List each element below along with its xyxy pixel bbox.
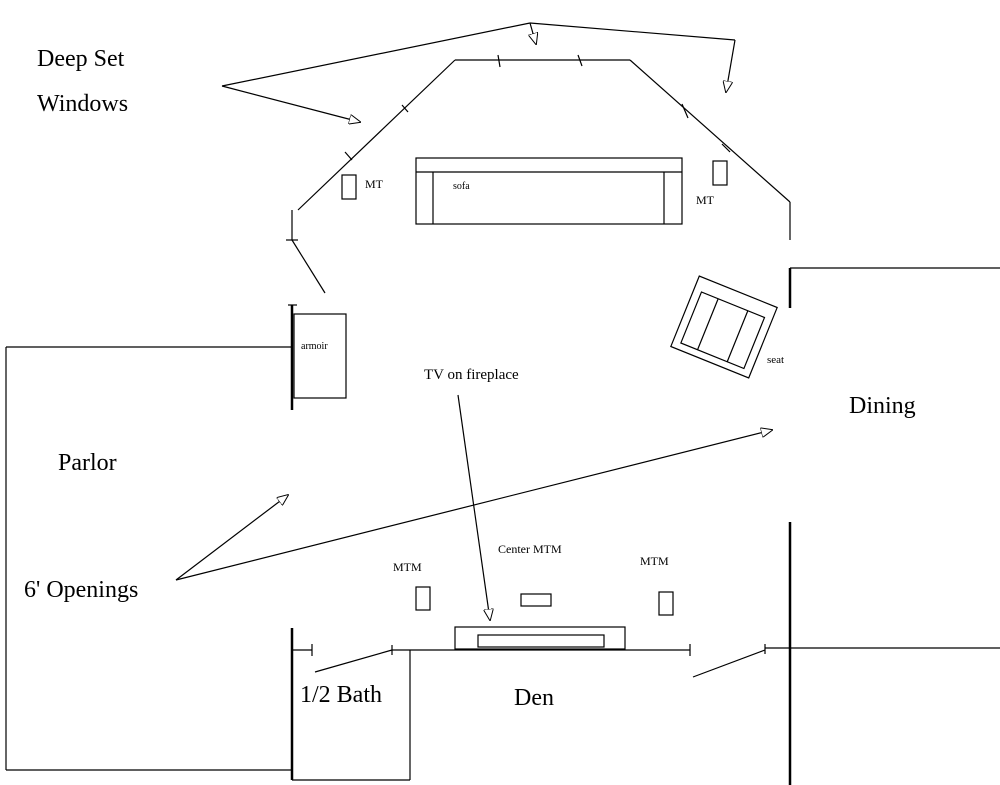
deep-set-label: Deep Set [37,46,125,72]
six-ft-openings-label: 6' Openings [24,577,138,603]
mt-right-label: MT [696,193,715,207]
armoir [293,313,347,399]
half-bath-label: 1/2 Bath [300,682,382,708]
dining-label: Dining [849,393,916,419]
parlor-walls [5,304,297,780]
media-tower-right [712,160,728,186]
mtm-right-label: MTM [640,554,669,568]
mt-left-label: MT [365,177,384,191]
dining-walls [764,267,1000,785]
door-swings [314,649,766,678]
den-walls [292,644,691,781]
seat-chair [670,275,778,379]
tv-arrow [457,394,490,620]
mtm-left-label: MTM [393,560,422,574]
window-tick-marks [286,54,731,241]
bay-window-walls [291,59,791,294]
mtm-speaker-right [658,591,674,616]
windows-label: Windows [37,91,128,117]
fireplace [454,626,626,650]
sofa [415,157,683,225]
center-mtm-speaker [520,593,552,607]
seat-label: seat [767,354,784,366]
center-mtm-label: Center MTM [498,542,562,556]
tv-on-fireplace-label: TV on fireplace [424,367,519,383]
mtm-speaker-left [415,586,431,611]
parlor-label: Parlor [58,450,117,476]
deep-set-windows-arrows [221,22,736,122]
armoir-label: armoir [301,341,328,352]
den-label: Den [514,685,554,711]
sofa-label: sofa [453,181,470,192]
media-tower-left [341,174,357,200]
